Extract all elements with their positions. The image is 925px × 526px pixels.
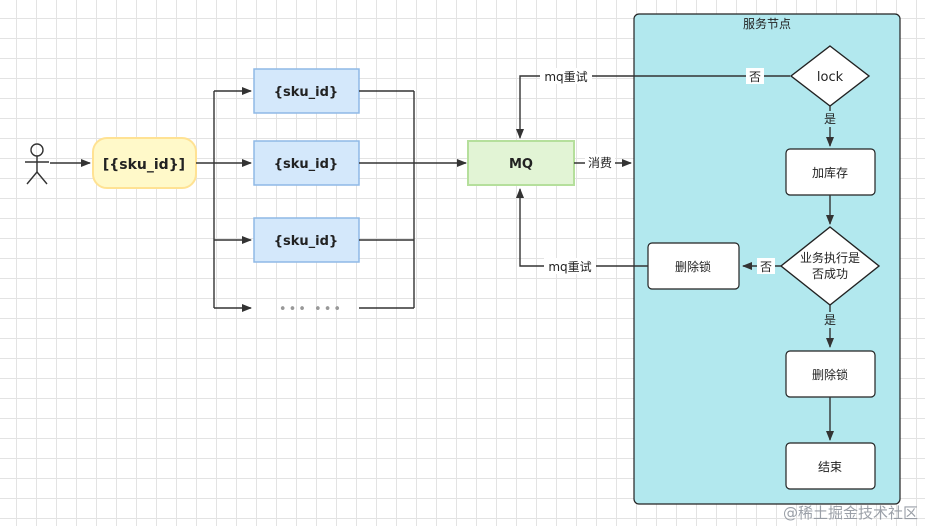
fan-out-connectors bbox=[196, 87, 252, 312]
end-node bbox=[785, 442, 876, 490]
actor-icon bbox=[25, 143, 49, 185]
decision-label-line1: 业务执行是 bbox=[800, 250, 860, 265]
mq-node-label: MQ bbox=[509, 157, 533, 172]
mq-node bbox=[467, 140, 575, 186]
lock-yes-label: 是 bbox=[824, 112, 836, 126]
sku-node-label: {sku_id} bbox=[274, 234, 338, 249]
lock-no-label: 否 bbox=[749, 70, 761, 84]
consume-label: 消费 bbox=[588, 156, 612, 170]
merge-connectors bbox=[359, 90, 467, 309]
decision-no-label: 否 bbox=[760, 260, 772, 274]
sku-node bbox=[253, 217, 360, 263]
sku-node-label: {sku_id} bbox=[274, 157, 338, 172]
end-label: 结束 bbox=[818, 460, 842, 474]
watermark: @稀土掘金技术社区 bbox=[783, 504, 918, 522]
delete-lock-right-label: 删除锁 bbox=[812, 367, 848, 382]
retry-bottom-arrow bbox=[516, 188, 648, 267]
retry-bottom-label: mq重试 bbox=[548, 259, 591, 274]
decision-yes-label: 是 bbox=[824, 313, 836, 327]
sku-node bbox=[253, 68, 360, 114]
service-panel-title: 服务节点 bbox=[743, 16, 791, 31]
retry-top-arrow bbox=[516, 75, 790, 139]
sku-node-label: {sku_id} bbox=[274, 85, 338, 100]
ellipsis-label: ••• ••• bbox=[279, 302, 343, 317]
input-node-label: [{sku_id}] bbox=[103, 157, 185, 173]
delete-lock-left-label: 删除锁 bbox=[675, 259, 711, 274]
retry-top-label: mq重试 bbox=[544, 69, 587, 84]
decision-label-line2: 否成功 bbox=[812, 267, 848, 281]
add-stock-label: 加库存 bbox=[812, 165, 848, 180]
lock-decision-label: lock bbox=[817, 70, 844, 85]
